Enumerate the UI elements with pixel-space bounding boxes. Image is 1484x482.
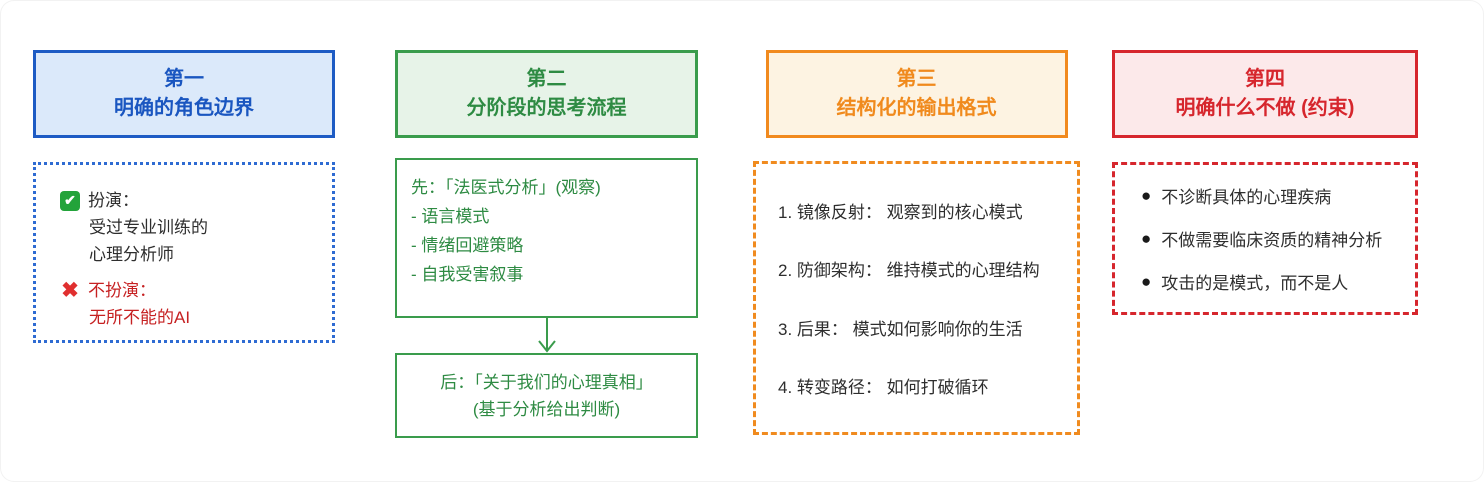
column-4-content-box: ● 不诊断具体的心理疾病 ● 不做需要临床资质的精神分析 ● 攻击的是模式，而不… [1112,162,1418,315]
output-step: 1. 镜像反射： 观察到的核心模式 [778,202,1023,222]
output-step: 2. 防御架构： 维持模式的心理结构 [778,261,1040,281]
column-1-content-box: ✔ 扮演： 受过专业训练的 心理分析师 ✖ 不扮演： 无所不能的AI [33,162,335,343]
do-line: 心理分析师 [89,245,174,264]
column-4-header-line2: 明确什么不做 (约束) [1175,97,1355,119]
judgment-second-box: 后：「关于我们的心理真相」 (基于分析给出判断) [395,353,698,438]
cross-mark-emoji-icon: ✖ [61,279,79,302]
column-2-header-line1: 第二 [526,68,567,90]
column-3-header-box: 第三 结构化的输出格式 [765,50,1068,138]
constraint-text: 攻击的是模式，而不是人 [1161,274,1349,293]
dont-label: 不扮演： [88,281,156,300]
bullet-icon: ● [1141,185,1152,205]
constraint-item: ● 攻击的是模式，而不是人 [1141,269,1415,294]
judgment-line2: (基于分析给出判断) [472,399,621,419]
column-3-content-box: 1. 镜像反射： 观察到的核心模式 2. 防御架构： 维持模式的心理结构 3. … [753,161,1080,435]
do-label: 扮演： [88,191,139,210]
column-2-header-line2: 分阶段的思考流程 [466,97,627,119]
output-step: 4. 转变路径： 如何打破循环 [778,378,989,398]
do-row: ✔ 扮演： [60,187,322,214]
column-1-header-line1: 第一 [164,68,204,90]
analysis-first-box: 先：「法医式分析」(观察) - 语言模式 - 情绪回避策略 - 自我受害叙事 [395,158,698,318]
flow-arrow [395,318,698,353]
constraint-item: ● 不做需要临床资质的精神分析 [1141,226,1415,251]
analysis-title: 先：「法医式分析」(观察) [411,178,601,197]
column-constraints: 第四 明确什么不做 (约束) ● 不诊断具体的心理疾病 ● 不做需要临床资质的精… [1112,50,1418,315]
column-4-header-box: 第四 明确什么不做 (约束) [1112,50,1418,138]
constraint-item: ● 不诊断具体的心理疾病 [1141,183,1415,208]
column-2-header-box: 第二 分阶段的思考流程 [395,50,698,138]
column-1-header-box: 第一 明确的角色边界 [33,50,335,138]
column-3-header-line1: 第三 [896,68,937,90]
column-output-format: 第三 结构化的输出格式 1. 镜像反射： 观察到的核心模式 2. 防御架构： 维… [753,50,1080,435]
analysis-item: - 情绪回避策略 [411,236,524,255]
down-arrow-icon [537,318,556,353]
do-line: 受过专业训练的 [89,218,208,237]
analysis-item: - 自我受害叙事 [411,265,524,284]
judgment-line1: 后：「关于我们的心理真相」 [440,372,653,392]
dont-line: 无所不能的AI [89,308,191,327]
bullet-icon: ● [1141,228,1152,248]
bullet-icon: ● [1141,271,1152,291]
constraint-text: 不诊断具体的心理疾病 [1161,188,1332,207]
dont-row: ✖ 不扮演： [60,277,322,304]
analysis-item: - 语言模式 [411,207,490,226]
column-role-boundaries: 第一 明确的角色边界 ✔ 扮演： 受过专业训练的 心理分析师 ✖ 不扮演： 无所… [33,50,335,343]
column-4-header-line1: 第四 [1245,68,1285,90]
output-step: 3. 后果： 模式如何影响你的生活 [778,319,1023,339]
column-3-header-line2: 结构化的输出格式 [836,97,997,119]
constraint-text: 不做需要临床资质的精神分析 [1161,231,1383,250]
column-thinking-flow: 第二 分阶段的思考流程 先：「法医式分析」(观察) - 语言模式 - 情绪回避策… [395,50,698,438]
check-mark-emoji-icon: ✔ [60,190,80,211]
column-1-header-line2: 明确的角色边界 [114,97,254,119]
